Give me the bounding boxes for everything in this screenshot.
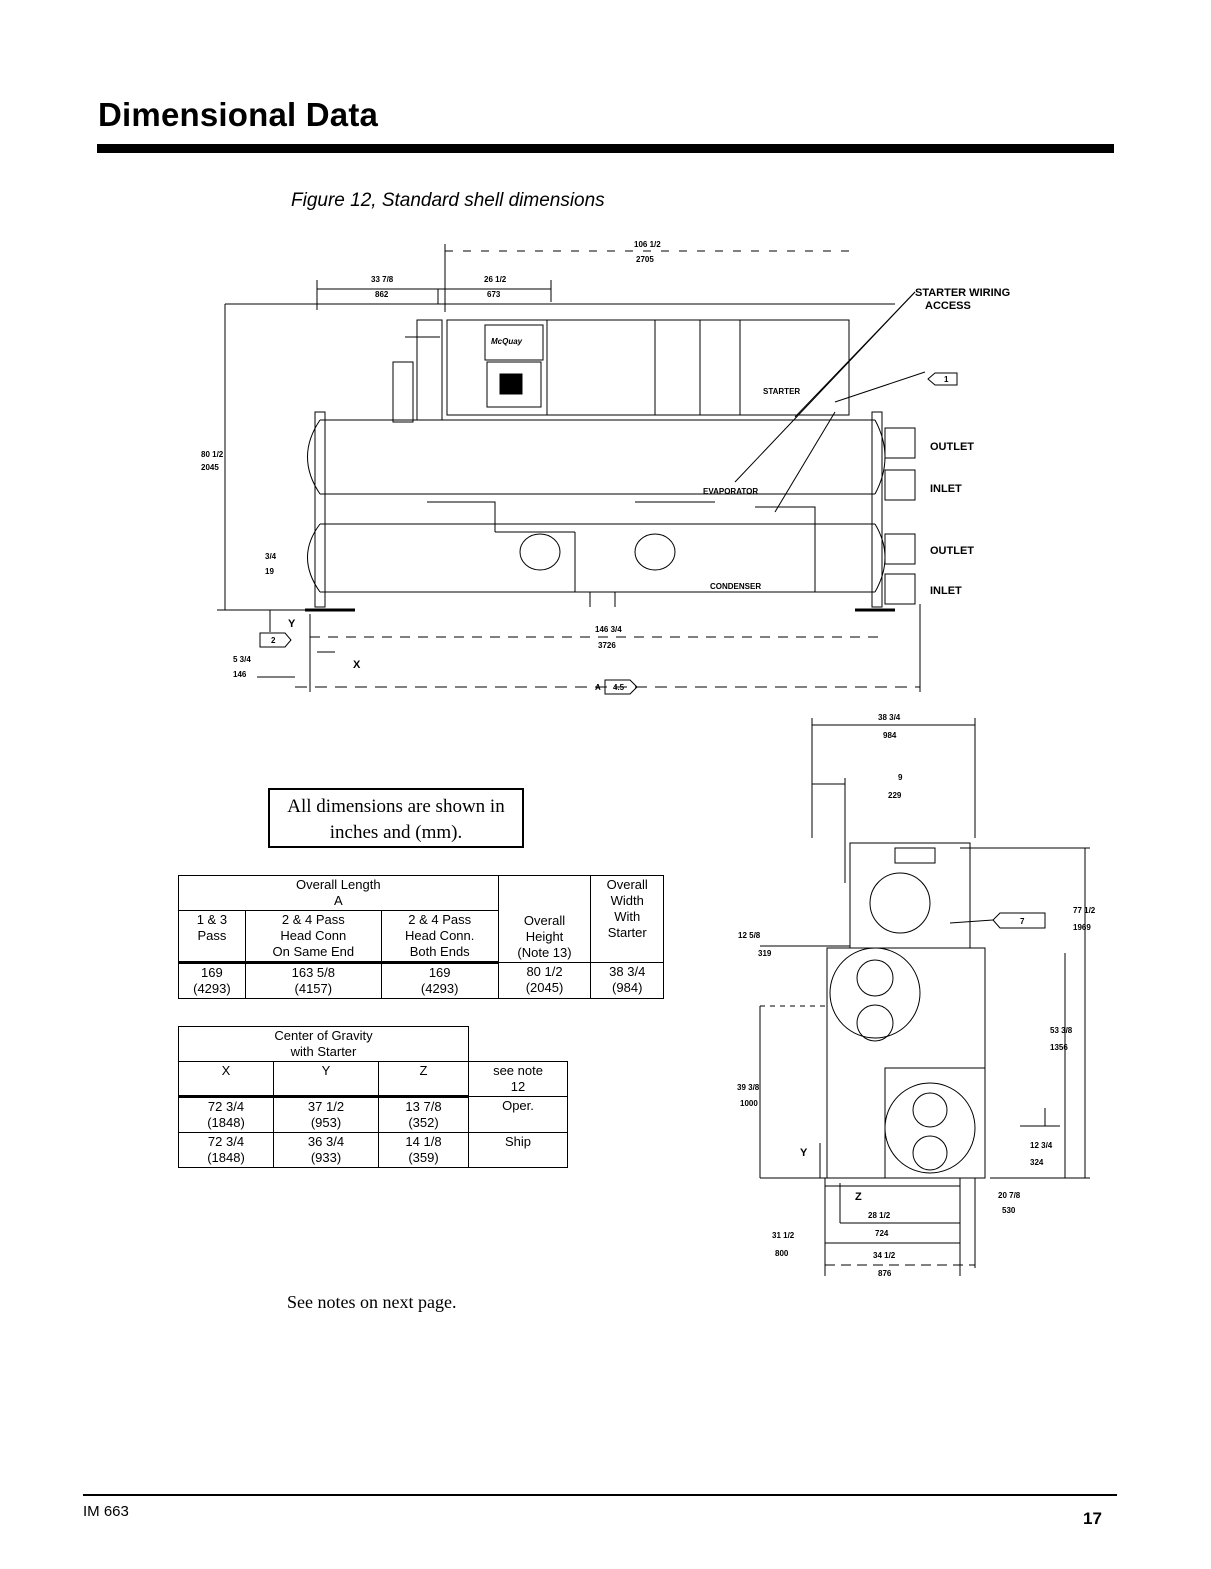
outlet-top-label: OUTLET (930, 441, 974, 453)
dim-123-mm: 324 (1030, 1158, 1044, 1167)
dim-33-mm: 862 (375, 290, 389, 299)
table-row: 72 3/4(1848) 36 3/4(933) 14 1/8(359) Shi… (178, 1132, 568, 1168)
footer-rule (83, 1494, 1117, 1496)
width-in: 38 3/4 (878, 713, 901, 722)
end-view-drawing: 38 3/4 984 9 229 12 5/8 319 77 1/2 1969 … (737, 713, 1096, 1278)
header-x: X (178, 1061, 274, 1098)
dim-31-mm: 800 (775, 1249, 789, 1258)
label-a: A (595, 683, 601, 692)
dim-9-in: 9 (898, 773, 903, 782)
outlet-bottom-label: OUTLET (930, 545, 974, 557)
dim-77-mm: 1969 (1073, 923, 1091, 932)
label-x: X (353, 659, 361, 671)
value-overall-height: 80 1/2(2045) (497, 962, 592, 999)
dim-106-in: 106 1/2 (634, 240, 661, 249)
row-label-oper: Oper. (468, 1096, 568, 1133)
page-number: 17 (1083, 1509, 1102, 1528)
condenser-label: CONDENSER (710, 582, 761, 591)
value-overall-width: 38 3/4(984) (590, 962, 664, 999)
title-rule (97, 144, 1114, 153)
height-mm: 2045 (201, 463, 219, 472)
dim-34-in: 34 1/2 (873, 1251, 896, 1260)
dim-26-in: 26 1/2 (484, 275, 507, 284)
dim-26-mm: 673 (487, 290, 501, 299)
dim-106-mm: 2705 (636, 255, 654, 264)
tag-7: 7 (1020, 917, 1025, 926)
table-row: 169(4293) 163 5/8(4157) 169(4293) 80 1/2… (178, 962, 664, 999)
dim-9-mm: 229 (888, 791, 902, 800)
table-row: 72 3/4(1848) 37 1/2(953) 13 7/8(352) Ope… (178, 1096, 568, 1133)
tag-45: 4.5 (613, 683, 625, 692)
dim-34-mm: 19 (265, 567, 274, 576)
document-id: IM 663 (83, 1503, 129, 1520)
inlet-top-label: INLET (930, 483, 962, 495)
dim-39-mm: 1000 (740, 1099, 758, 1108)
value-1-3-pass: 169(4293) (178, 962, 246, 999)
header-z: Z (378, 1061, 469, 1098)
width-mm: 984 (883, 731, 897, 740)
dim-28-mm: 724 (875, 1229, 889, 1238)
height-in: 80 1/2 (201, 450, 224, 459)
dim-31-in: 31 1/2 (772, 1231, 795, 1240)
page-title: Dimensional Data (98, 96, 379, 133)
dim-534-mm: 146 (233, 670, 247, 679)
access-label: ACCESS (925, 300, 971, 312)
dim-20-in: 20 7/8 (998, 1191, 1021, 1200)
tag-2: 2 (271, 636, 276, 645)
label-z: Z (855, 1191, 862, 1203)
dim-53-mm: 1356 (1050, 1043, 1068, 1052)
dim-125-mm: 319 (758, 949, 772, 958)
dimension-note: All dimensions are shown in inches and (… (268, 788, 524, 848)
value-2-4-both-ends: 169(4293) (380, 962, 499, 999)
starter-label: STARTER (763, 387, 800, 396)
dim-28-in: 28 1/2 (868, 1211, 891, 1220)
tag-1: 1 (944, 375, 949, 384)
label-y: Y (800, 1147, 808, 1159)
dim-53-in: 53 3/8 (1050, 1026, 1073, 1035)
dim-534-in: 5 3/4 (233, 655, 251, 664)
dim-34-mm: 876 (878, 1269, 892, 1278)
dim-33-in: 33 7/8 (371, 275, 394, 284)
dim-123-in: 12 3/4 (1030, 1141, 1053, 1150)
label-y: Y (288, 618, 296, 630)
row-label-ship: Ship (468, 1132, 568, 1168)
value-2-4-same-end: 163 5/8(4157) (244, 962, 382, 999)
brand-logo: McQuay (491, 337, 523, 346)
figure-caption: Figure 12, Standard shell dimensions (291, 190, 605, 211)
dim-34-in: 3/4 (265, 552, 277, 561)
evaporator-label: EVAPORATOR (703, 487, 758, 496)
side-view-drawing: 106 1/2 2705 33 7/8 862 26 1/2 673 80 1/… (201, 240, 1010, 695)
starter-wiring-label: STARTER WIRING (915, 287, 1010, 299)
length-in: 146 3/4 (595, 625, 622, 634)
dim-20-mm: 530 (1002, 1206, 1016, 1215)
inlet-bottom-label: INLET (930, 585, 962, 597)
dim-77-in: 77 1/2 (1073, 906, 1096, 915)
length-mm: 3726 (598, 641, 616, 650)
dim-125-in: 12 5/8 (738, 931, 761, 940)
see-notes-text: See notes on next page. (287, 1292, 457, 1312)
header-y: Y (273, 1061, 379, 1098)
dim-39-in: 39 3/8 (737, 1083, 760, 1092)
